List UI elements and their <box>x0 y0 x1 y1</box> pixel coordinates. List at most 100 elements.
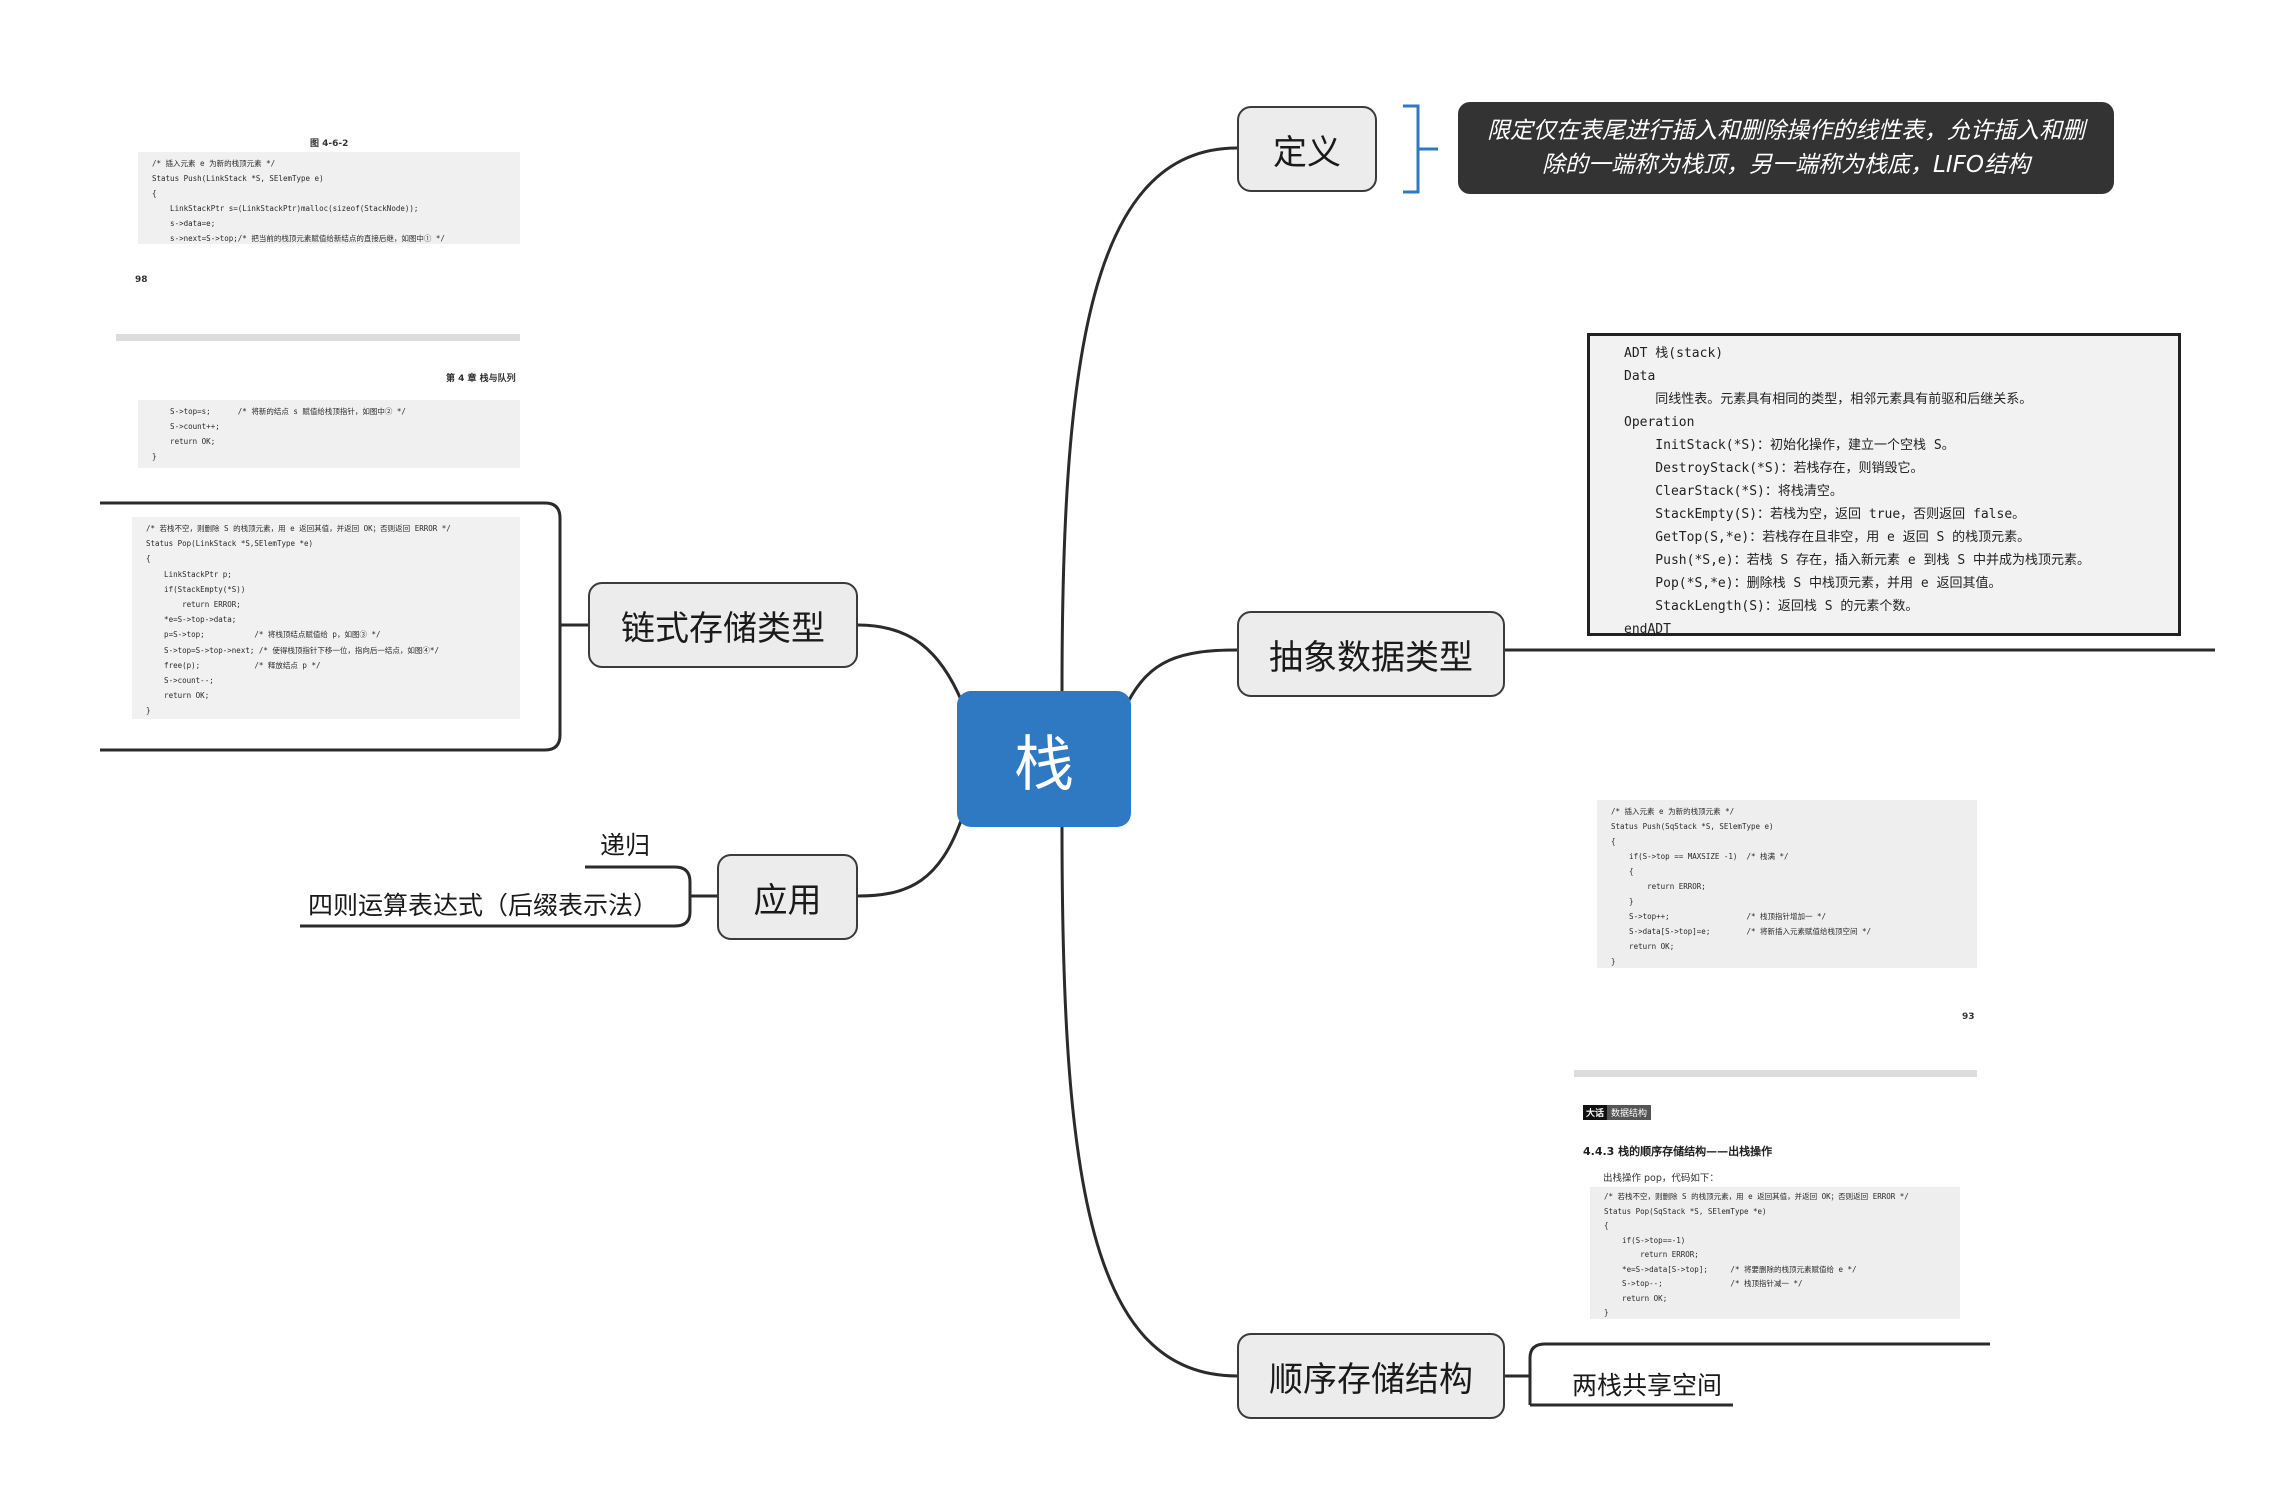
root-label: 栈 <box>1014 729 1074 800</box>
code-line: S->count--; <box>146 676 214 686</box>
code-line: S->top=S->top->next; /* 使得栈顶指针下移一位，指向后一结… <box>146 645 439 655</box>
adt-line: endADT <box>1624 622 1671 637</box>
adt-line: ClearStack(*S)：将栈清空。 <box>1624 484 1843 499</box>
seq-pop-badge: 大话 数据结构 <box>1583 1105 1652 1120</box>
code-line: } <box>152 452 157 461</box>
linked-image-frame <box>100 501 562 752</box>
adt-line: InitStack(*S)：初始化操作，建立一个空栈 S。 <box>1624 438 1955 453</box>
definition-text: 限定仅在表尾进行插入和删除操作的线性表，允许插入和删除的一端称为栈顶，另一端称为… <box>1487 118 2085 178</box>
code-line: if(S->top==-1) <box>1604 1235 1686 1245</box>
code-line: p=S->top; /* 将栈顶结点赋值给 p，如图③ */ <box>146 630 381 640</box>
code-line: { <box>1611 837 1616 846</box>
app-child-frame <box>300 865 692 928</box>
adt-line: GetTop(S,*e)：若栈存在且非空，用 e 返回 S 的栈顶元素。 <box>1624 530 2031 545</box>
seq-pop-badge-sub: 数据结构 <box>1607 1105 1652 1120</box>
code-line: return ERROR; <box>1611 882 1706 891</box>
seq-pop-intro: 出栈操作 pop，代码如下： <box>1603 1173 1719 1184</box>
code-line: { <box>146 554 151 564</box>
code-line: Status Push(LinkStack *S, SElemType e) <box>152 174 324 183</box>
code-line: /* 插入元素 e 为新的栈顶元素 */ <box>152 159 276 168</box>
branch-definition-label: 定义 <box>1273 132 1341 173</box>
branch-linked-label: 链式存储类型 <box>621 608 825 649</box>
code-line: } <box>1611 957 1616 966</box>
code-line: Status Pop(SqStack *S, SElemType *e) <box>1604 1206 1767 1216</box>
code-line: { <box>152 189 157 198</box>
seq-push-code-image: /* 插入元素 e 为新的栈顶元素 */ Status Push(SqStack… <box>1597 800 1977 968</box>
branch-sequential[interactable]: 顺序存储结构 <box>1237 1333 1505 1419</box>
edge-adt <box>1126 648 1238 703</box>
seq-child-shared-stack-label: 两栈共享空间 <box>1572 1371 1723 1400</box>
code-line: return ERROR; <box>1604 1250 1699 1259</box>
branch-application-label: 应用 <box>753 880 822 921</box>
code-line: S->top++; /* 栈顶指针增加一 */ <box>1611 912 1827 921</box>
adt-line: StackEmpty(S)：若栈为空，返回 true，否则返回 false。 <box>1624 507 2026 522</box>
linked-push-caption: 图 4-6-2 <box>310 139 349 149</box>
linked-push-code-image: /* 插入元素 e 为新的栈顶元素 */ Status Push(LinkSta… <box>138 152 520 244</box>
branch-sequential-label: 顺序存储结构 <box>1269 1359 1473 1400</box>
seq-pop-badge-main: 大话 <box>1583 1105 1608 1120</box>
adt-line: Data <box>1624 369 1656 384</box>
adt-line: ADT 栈(stack) <box>1624 346 1724 361</box>
linked-push-page-number: 98 <box>135 275 148 285</box>
code-line: s->data=e; <box>152 219 216 228</box>
definition-callout[interactable]: 限定仅在表尾进行插入和删除操作的线性表，允许插入和删除的一端称为栈顶，另一端称为… <box>1458 102 2114 194</box>
adt-definition-image: ADT 栈(stack) Data 同线性表。元素具有相同的类型，相邻元素具有前… <box>1587 333 2181 637</box>
app-child-recursion[interactable]: 递归 <box>600 826 650 862</box>
definition-bracket <box>1403 104 1438 194</box>
code-line: return OK; <box>152 437 216 446</box>
branch-application[interactable]: 应用 <box>717 854 858 940</box>
seq-push-page-number: 93 <box>1962 1012 1975 1022</box>
adt-line: 同线性表。元素具有相同的类型，相邻元素具有前驱和后继关系。 <box>1624 392 2033 407</box>
branch-adt[interactable]: 抽象数据类型 <box>1237 611 1505 697</box>
code-line: s->next=S->top;/* 把当前的栈顶元素赋值给新结点的直接后继，如图… <box>152 234 445 243</box>
seq-pop-heading: 4.4.3 栈的顺序存储结构——出栈操作 <box>1583 1145 1773 1158</box>
branch-adt-label: 抽象数据类型 <box>1269 637 1473 678</box>
branch-linked[interactable]: 链式存储类型 <box>588 582 858 668</box>
code-line: return OK; <box>1611 942 1675 951</box>
edge-application <box>857 817 964 898</box>
code-line: { <box>1611 867 1634 876</box>
app-child-postfix-label: 四则运算表达式（后缀表示法） <box>308 891 659 920</box>
adt-line: Pop(*S,*e)：删除栈 S 中栈顶元素，并用 e 返回其值。 <box>1624 576 2002 591</box>
code-line: LinkStackPtr p; <box>146 569 232 579</box>
code-line: S->count++; <box>152 422 220 431</box>
code-line: S->data[S->top]=e; /* 将新插入元素赋值给栈顶空间 */ <box>1611 927 1872 936</box>
app-child-postfix[interactable]: 四则运算表达式（后缀表示法） <box>308 886 658 922</box>
page-separator <box>116 334 520 341</box>
code-line: LinkStackPtr s=(LinkStackPtr)malloc(size… <box>152 204 419 213</box>
code-line: return ERROR; <box>146 600 241 610</box>
linked-push-page-header: 第 4 章 栈与队列 <box>446 374 516 384</box>
code-line: /* 插入元素 e 为新的栈顶元素 */ <box>1611 807 1735 816</box>
adt-line: DestroyStack(*S)：若栈存在，则销毁它。 <box>1624 461 1924 476</box>
linked-push-code-image-2: S->top=s; /* 将新的结点 s 赋值给栈顶指针，如图中② */ S->… <box>138 400 520 468</box>
code-line: /* 若栈不空，则删除 S 的栈顶元素，用 e 返回其值，并返回 OK；否则返回… <box>146 524 451 533</box>
edge-linked <box>857 623 964 703</box>
code-line: Status Push(SqStack *S, SElemType e) <box>1611 822 1774 831</box>
branch-definition[interactable]: 定义 <box>1237 106 1377 192</box>
code-line: *e=S->data[S->top]; /* 将要删除的栈顶元素赋值给 e */ <box>1604 1264 1857 1274</box>
code-line: return OK; <box>1604 1293 1668 1303</box>
adt-line: Operation <box>1624 415 1695 430</box>
code-line: } <box>146 706 151 716</box>
code-line: return OK; <box>146 691 210 701</box>
code-line: /* 若栈不空，则删除 S 的栈顶元素，用 e 返回其值，并返回 OK；否则返回… <box>1604 1192 1909 1201</box>
edge-definition <box>1060 146 1238 692</box>
app-child-recursion-label: 递归 <box>600 831 651 860</box>
code-line: Status Pop(LinkStack *S,SElemType *e) <box>146 539 314 549</box>
code-line: S->top=s; /* 将新的结点 s 赋值给栈顶指针，如图中② */ <box>152 407 406 416</box>
adt-line: StackLength(S)：返回栈 S 的元素个数。 <box>1624 599 1919 614</box>
code-line: free(p); /* 释放结点 p */ <box>146 660 321 670</box>
code-line: } <box>1611 897 1634 906</box>
seq-child-shared-stack[interactable]: 两栈共享空间 <box>1572 1366 1722 1402</box>
adt-line: Push(*S,e)：若栈 S 存在，插入新元素 e 到栈 S 中并成为栈顶元素… <box>1624 553 2091 568</box>
root-topic[interactable]: 栈 <box>957 691 1131 827</box>
page-separator <box>1574 1070 1977 1077</box>
code-line: *e=S->top->data; <box>146 615 237 625</box>
code-line: S->top--; /* 栈顶指针减一 */ <box>1604 1279 1803 1288</box>
code-line: if(S->top == MAXSIZE -1) /* 栈满 */ <box>1611 852 1789 861</box>
seq-child-frame <box>1528 1342 1990 1405</box>
seq-pop-code-image: /* 若栈不空，则删除 S 的栈顶元素，用 e 返回其值，并返回 OK；否则返回… <box>1590 1187 1960 1319</box>
code-line: { <box>1604 1221 1609 1230</box>
code-line: if(StackEmpty(*S)) <box>146 584 246 594</box>
